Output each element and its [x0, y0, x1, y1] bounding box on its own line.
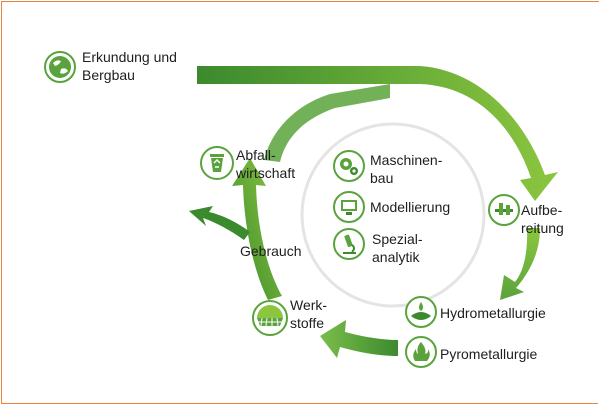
gears-icon [333, 150, 365, 182]
arrow-waste-return-arc [264, 84, 390, 162]
material-grid-icon [252, 300, 288, 336]
arrow-materials-to-waste [232, 158, 282, 300]
arrow-usage-branch [189, 206, 250, 240]
arrow-metallurgy-to-materials [320, 320, 398, 358]
flame-icon [405, 336, 437, 368]
label-modelling: Modellierung [370, 199, 451, 215]
processing-plant-icon [488, 194, 520, 226]
frame-bottom-line [1, 403, 598, 404]
microscope-icon [333, 228, 365, 260]
label-exploration: Erkundung und Bergbau [82, 49, 177, 83]
liquid-drop-icon [405, 296, 437, 328]
label-waste: Abfall- wirtschaft [236, 147, 296, 181]
center-ring [300, 122, 486, 308]
arrow-exploration-to-processing [197, 66, 558, 201]
arrow-processing-to-hydrometallurgy [500, 228, 540, 300]
computer-icon [333, 191, 365, 223]
label-materials: Werk- stoffe [290, 297, 328, 331]
globe-icon [44, 51, 76, 83]
label-hydrometallurgy: Hydrometallurgie [440, 305, 546, 321]
label-machinery: Maschinen- bau [370, 152, 443, 186]
label-pyrometallurgy: Pyrometallurgie [440, 346, 538, 362]
label-usage: Gebrauch [240, 243, 302, 259]
label-processing: Aufbe- reitung [521, 202, 564, 236]
label-analytics: Spezial- analytik [372, 231, 423, 265]
recycle-bin-icon [200, 146, 234, 180]
